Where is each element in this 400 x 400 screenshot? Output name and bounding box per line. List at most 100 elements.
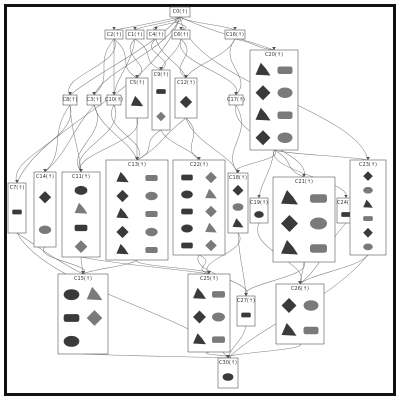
- node-c22-thumbnail: [205, 205, 217, 218]
- node-c20-thumbnail: [277, 87, 293, 98]
- node-c20-thumbnail: [255, 130, 271, 146]
- edge-C2-C8: [68, 38, 116, 96]
- edge-arrowhead-C16-C12: [184, 75, 188, 78]
- node-label-c12: C12(↑): [177, 80, 195, 86]
- edge-C6-C12: [179, 38, 188, 79]
- node-c30-thumbnail: [222, 373, 234, 381]
- edge-arrowhead-C21-C27: [244, 293, 248, 296]
- edge-C8-C7: [15, 104, 72, 184]
- node-c26: C26(↑): [275, 283, 325, 345]
- node-label-c16: C16(↑): [226, 32, 244, 38]
- edge-C3-C11: [77, 104, 98, 173]
- node-c10: C10(↑): [105, 94, 123, 106]
- node-c12-thumbnail: [179, 95, 193, 109]
- edge-C0-C1: [134, 16, 181, 31]
- node-c22-thumbnail: [181, 174, 193, 181]
- node-c13-thumbnail: [116, 225, 129, 239]
- node-c23-thumbnail: [363, 216, 373, 221]
- edge-arrowhead-C0-C16: [233, 27, 237, 30]
- edge-C20-C21: [273, 149, 305, 178]
- node-c4: C4(↑): [146, 29, 166, 40]
- node-label-c8: C8(↑): [63, 97, 78, 103]
- edge-arrowhead-C23-C26: [298, 281, 302, 284]
- node-label-c5: C5(↑): [130, 80, 145, 86]
- node-c13-thumbnail: [116, 243, 129, 255]
- edge-arrowhead-C16-C20: [272, 47, 276, 50]
- node-label-c0: C0(↑): [173, 9, 188, 15]
- node-c20: C20(↑): [249, 49, 299, 151]
- edge-C25-C30: [205, 351, 232, 359]
- node-c26-thumbnail: [281, 323, 297, 336]
- node-c21-thumbnail: [310, 244, 327, 253]
- edge-arrowhead-C0-C1: [133, 27, 137, 30]
- node-c30: C30(↑): [217, 357, 239, 389]
- node-c11-thumbnail: [74, 185, 88, 195]
- node-c27-thumbnail: [241, 312, 251, 318]
- edge-C21-C27: [245, 261, 305, 297]
- node-label-c11: C11(↑): [72, 174, 90, 180]
- node-box-c22: [172, 159, 226, 256]
- edge-arrowhead-C20-C24: [344, 195, 348, 198]
- node-c14: C14(↑): [33, 171, 57, 248]
- node-c21-thumbnail: [281, 190, 298, 205]
- node-c9-thumbnail: [156, 111, 166, 122]
- edge-C12-C13: [136, 117, 187, 161]
- edge-arrowhead-C0-C4: [154, 27, 158, 30]
- edge-C2-C3: [93, 38, 115, 96]
- node-c14-thumbnail: [38, 191, 52, 204]
- edge-C8-C14: [44, 104, 71, 173]
- edge-arrowhead-C0-C2: [112, 27, 116, 30]
- edge-C1-C9: [134, 38, 162, 71]
- edge-C2-C5: [113, 38, 138, 79]
- edge-C0-C2: [113, 16, 181, 31]
- node-label-c23: C23(↑): [359, 162, 377, 168]
- edge-arrowhead-C20-C19: [257, 195, 261, 198]
- node-box-c13: [105, 159, 169, 261]
- node-c25-thumbnail: [193, 310, 206, 324]
- edge-C6-C17: [179, 38, 238, 96]
- node-box-c16: [224, 29, 246, 40]
- node-box-c0: [169, 6, 191, 18]
- node-c20-thumbnail: [255, 85, 271, 101]
- edge-C0-C3: [93, 16, 181, 96]
- edge-C4-C9: [151, 38, 166, 71]
- edge-C0-C7: [16, 16, 181, 184]
- node-label-c4: C4(↑): [149, 32, 164, 38]
- node-c13-thumbnail: [145, 210, 158, 218]
- edge-arrowhead-C6-C9: [159, 67, 163, 70]
- node-label-c9: C9(↑): [154, 72, 169, 78]
- node-c23-thumbnail: [363, 186, 373, 194]
- node-label-c21: C21(↑): [295, 179, 313, 185]
- node-c15-thumbnail: [86, 286, 103, 301]
- node-c26-thumbnail: [303, 326, 319, 335]
- node-c18-thumbnail: [232, 218, 244, 228]
- node-label-c17: C17(↑): [227, 97, 245, 103]
- node-label-c26: C26(↑): [291, 286, 309, 292]
- edge-C5-C11: [79, 117, 139, 173]
- node-c19: C19(↑): [249, 197, 269, 224]
- node-label-c27: C27(↑): [237, 298, 255, 304]
- node-c18-thumbnail: [232, 184, 244, 196]
- edge-arrowhead-C7-C30: [226, 355, 230, 358]
- node-c18: C18(↑): [227, 172, 249, 234]
- node-label-c30: C30(↑): [219, 360, 237, 366]
- node-c19-thumbnail: [254, 211, 264, 218]
- node-box-c14: [33, 171, 57, 248]
- node-c15-thumbnail: [63, 335, 80, 347]
- node-c11-thumbnail: [74, 202, 88, 214]
- node-box-c19: [249, 197, 269, 224]
- edge-C20-C18: [236, 149, 276, 174]
- node-c25-thumbnail: [193, 287, 206, 299]
- node-c7-thumbnail: [12, 209, 22, 215]
- node-c15-thumbnail: [86, 310, 103, 326]
- edge-C1-C5: [129, 38, 143, 79]
- node-label-c7: C7(↑): [10, 185, 25, 191]
- node-c25-thumbnail: [212, 312, 225, 322]
- edge-C1-C10: [113, 38, 136, 96]
- node-c1: C1(↑): [125, 29, 145, 40]
- node-c13-thumbnail: [145, 191, 158, 201]
- node-c23-thumbnail: [363, 243, 373, 251]
- edge-C8-C11: [69, 104, 82, 173]
- node-c12: C12(↑): [174, 77, 198, 119]
- node-c13-thumbnail: [116, 171, 129, 183]
